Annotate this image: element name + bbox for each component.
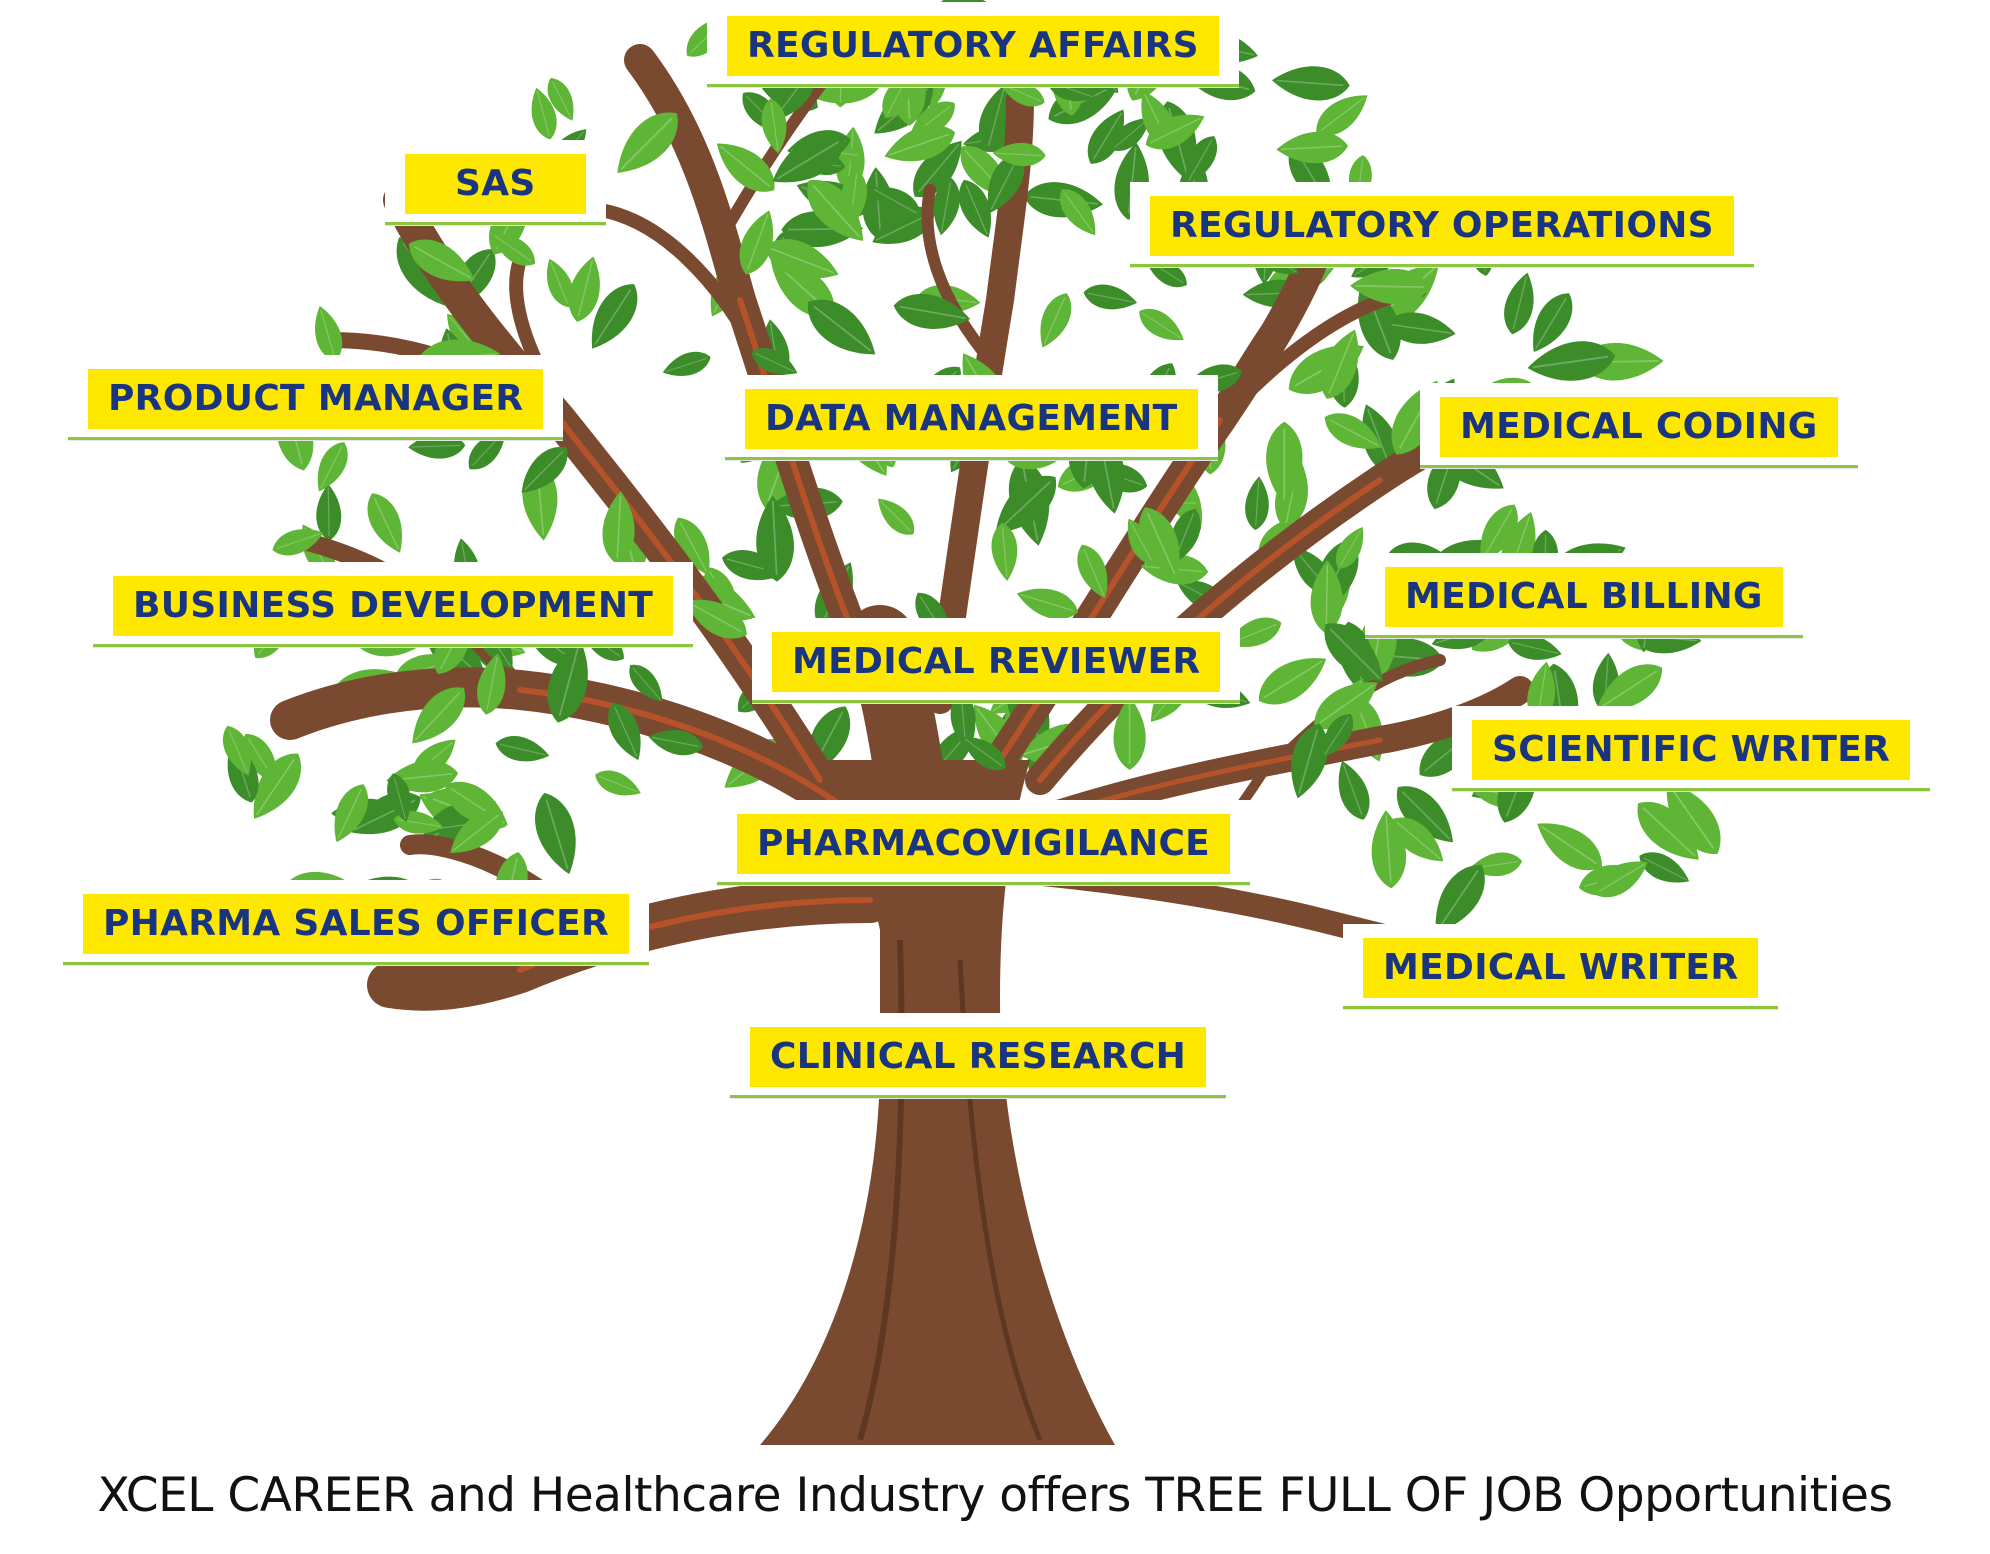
label-medical-writer-text: MEDICAL WRITER [1363, 938, 1759, 998]
label-data-management-text: DATA MANAGEMENT [745, 389, 1198, 449]
leaf-icon [1242, 475, 1272, 532]
label-business-development: BUSINESS DEVELOPMENT [93, 562, 694, 647]
label-medical-reviewer: MEDICAL REVIEWER [752, 618, 1241, 703]
label-regulatory-affairs: REGULATORY AFFAIRS [707, 2, 1239, 87]
label-pharmacovigilance-text: PHARMACOVIGILANCE [737, 814, 1231, 874]
leaf-icon [1328, 755, 1378, 826]
leaf-icon [358, 486, 414, 560]
label-medical-reviewer-text: MEDICAL REVIEWER [772, 632, 1221, 692]
leaf-icon [1274, 129, 1350, 167]
label-scientific-writer-text: SCIENTIFIC WRITER [1472, 720, 1911, 780]
label-product-manager: PRODUCT MANAGER [68, 355, 564, 440]
label-regulatory-affairs-text: REGULATORY AFFAIRS [727, 16, 1219, 76]
label-regulatory-operations: REGULATORY OPERATIONS [1130, 182, 1754, 267]
leaf-icon [590, 764, 646, 804]
label-sas-text: SAS [405, 154, 586, 214]
label-clinical-research: CLINICAL RESEARCH [730, 1013, 1227, 1098]
leaf-icon [1080, 280, 1140, 316]
leaf-icon [492, 730, 553, 769]
label-pharma-sales-officer: PHARMA SALES OFFICER [63, 880, 650, 965]
leaf-icon [658, 346, 715, 384]
leaf-icon [869, 490, 922, 543]
label-clinical-research-text: CLINICAL RESEARCH [750, 1027, 1207, 1087]
label-sas: SAS [385, 140, 606, 225]
leaf-icon [1269, 62, 1352, 104]
label-business-development-text: BUSINESS DEVELOPMENT [113, 576, 674, 636]
label-pharmacovigilance: PHARMACOVIGILANCE [717, 800, 1251, 885]
caption: XCEL CAREER and Healthcare Industry offe… [97, 1468, 1893, 1523]
label-medical-billing-text: MEDICAL BILLING [1385, 567, 1783, 627]
label-product-manager-text: PRODUCT MANAGER [88, 369, 544, 429]
label-medical-writer: MEDICAL WRITER [1343, 924, 1779, 1009]
leaf-icon [1030, 287, 1080, 354]
label-medical-coding: MEDICAL CODING [1420, 383, 1858, 468]
label-medical-coding-text: MEDICAL CODING [1440, 397, 1838, 457]
label-medical-billing: MEDICAL BILLING [1365, 553, 1803, 638]
leaf-icon [1132, 300, 1191, 351]
label-pharma-sales-officer-text: PHARMA SALES OFFICER [83, 894, 630, 954]
leaf-icon [525, 786, 588, 881]
leaf-icon [307, 436, 356, 498]
label-regulatory-operations-text: REGULATORY OPERATIONS [1150, 196, 1734, 256]
leaf-icon [988, 521, 1021, 583]
label-data-management: DATA MANAGEMENT [725, 375, 1218, 460]
label-scientific-writer: SCIENTIFIC WRITER [1452, 706, 1931, 791]
